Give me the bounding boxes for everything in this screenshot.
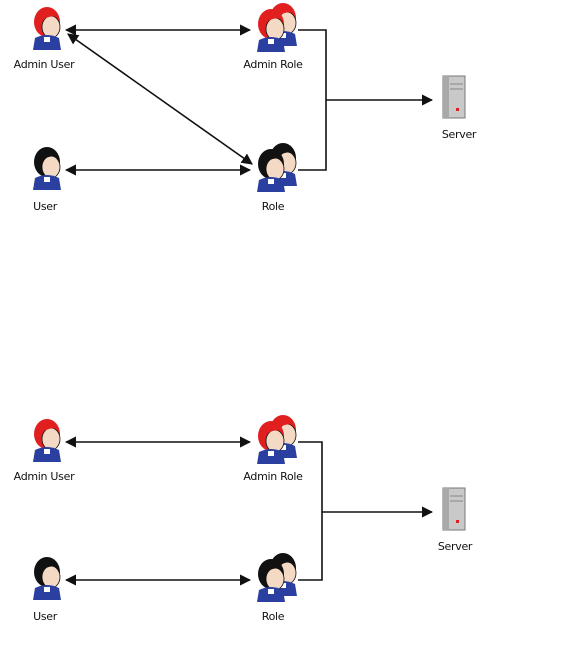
role-group-icon bbox=[256, 142, 298, 193]
user-label: User bbox=[33, 200, 58, 213]
admin-role-label: Admin Role bbox=[243, 58, 303, 71]
role-label: Role bbox=[262, 610, 285, 623]
server-label: Server bbox=[438, 540, 473, 553]
admin-role-group-icon bbox=[256, 414, 298, 465]
role-label: Role bbox=[262, 200, 285, 213]
server-tower-icon bbox=[442, 75, 466, 119]
user-label: User bbox=[33, 610, 58, 623]
diagram-top-canvas: Admin User Admin Role User Role Server bbox=[14, 2, 477, 213]
server-tower-icon bbox=[442, 487, 466, 531]
link-admin-user-role-diagonal bbox=[67, 33, 253, 165]
user-person-icon bbox=[32, 556, 62, 601]
bracket-roles-to-server bbox=[298, 441, 323, 581]
server-label: Server bbox=[442, 128, 477, 141]
admin-role-label: Admin Role bbox=[243, 470, 303, 483]
admin-user-label: Admin User bbox=[14, 470, 75, 483]
diagram-top: Admin User Admin Role User Role Server bbox=[0, 0, 565, 240]
admin-role-group-icon bbox=[256, 2, 298, 53]
role-group-icon bbox=[256, 552, 298, 603]
diagram-bottom-canvas: Admin User Admin Role User Role Server bbox=[14, 414, 473, 623]
admin-user-person-icon bbox=[32, 418, 62, 463]
admin-user-label: Admin User bbox=[14, 58, 75, 71]
bracket-roles-to-server bbox=[298, 29, 327, 171]
admin-user-person-icon bbox=[32, 6, 62, 51]
user-person-icon bbox=[32, 146, 62, 191]
diagram-bottom: Admin User Admin Role User Role Server bbox=[0, 412, 565, 652]
